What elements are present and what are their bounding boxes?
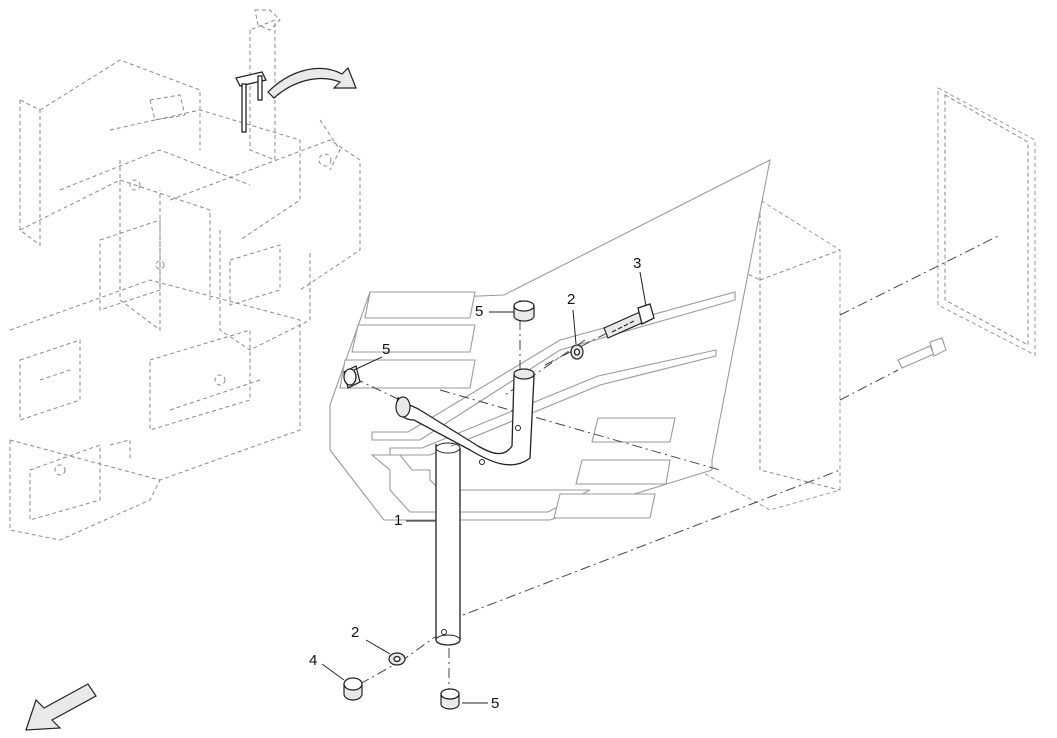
cap-part-5-bottom	[440, 688, 460, 710]
callout-5-top: 5	[475, 303, 484, 320]
cap-part-5-left	[343, 365, 361, 389]
callout-2-lower: 2	[351, 624, 360, 641]
bushing-part-4	[343, 677, 363, 701]
leader-lines	[321, 271, 647, 704]
direction-arrow-icon	[25, 683, 97, 731]
callout-1: 1	[394, 512, 403, 529]
callout-4: 4	[309, 652, 318, 669]
decal-rows	[339, 291, 676, 519]
callout-5-bottom: 5	[491, 695, 500, 712]
plate-ghost	[937, 87, 1036, 356]
callout-5-left: 5	[382, 341, 391, 358]
mount-bracket	[235, 71, 267, 133]
callout-2-upper: 2	[567, 291, 576, 308]
cap-part-5-top	[513, 300, 535, 322]
tube-part-1	[395, 368, 535, 646]
washer-part-2-upper	[570, 344, 584, 360]
washer-part-2-lower	[388, 652, 406, 666]
machine-frame-ghost	[9, 9, 361, 541]
bolt-part-3	[603, 303, 655, 339]
curved-arrow-icon	[267, 66, 357, 99]
bolt-ghost	[897, 337, 947, 369]
callout-3: 3	[633, 255, 642, 272]
